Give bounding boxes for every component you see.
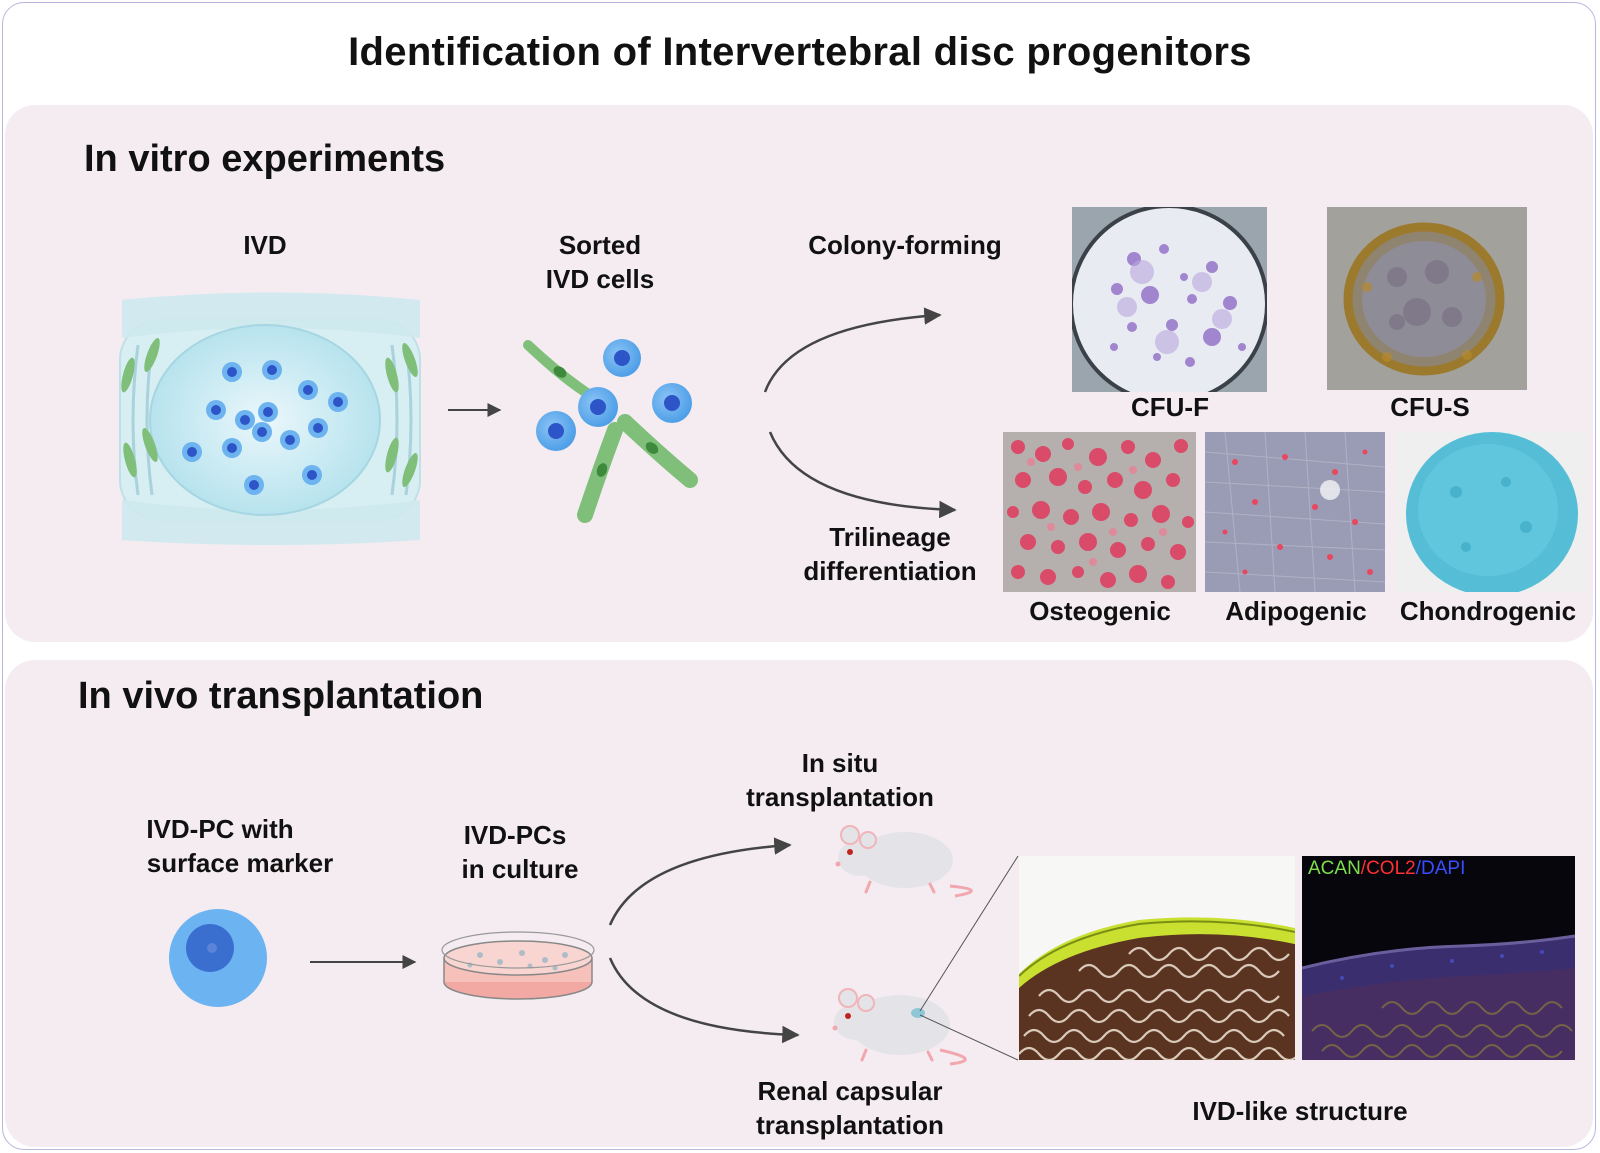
- arrow-to-in-situ: [608, 837, 792, 926]
- adipogenic-image: [1205, 432, 1385, 592]
- cfu-s-label: CFU-S: [1390, 392, 1470, 422]
- arrow-to-trilineage: [768, 431, 957, 519]
- mouse-renal-icon: [832, 988, 967, 1066]
- cfu-s-image: [1327, 207, 1527, 390]
- adipogenic-label: Adipogenic: [1225, 596, 1367, 626]
- ivd-pc-cell-icon: [169, 909, 267, 1007]
- colony-forming-label: Colony-forming: [808, 230, 1002, 260]
- pc-label-line1: IVD-PC with: [146, 814, 294, 844]
- ivd-label: IVD: [243, 230, 287, 260]
- sorted-label-line2: IVD cells: [545, 264, 655, 294]
- renal-label-line1: Renal capsular: [757, 1076, 943, 1106]
- sorted-label-line1: Sorted: [558, 230, 642, 260]
- culture-label-line2: in culture: [461, 854, 579, 884]
- in-situ-label-line2: transplantation: [746, 782, 934, 812]
- immunofluorescence-image: [1302, 856, 1575, 1060]
- in-situ-label-line1: In situ: [801, 748, 879, 778]
- sorted-cells-icon: [523, 339, 698, 523]
- chondrogenic-label: Chondrogenic: [1399, 596, 1577, 626]
- osteogenic-image: [1003, 432, 1196, 592]
- trilineage-label-line2: differentiation: [803, 556, 977, 586]
- renal-label-line2: transplantation: [756, 1110, 944, 1140]
- culture-label-line1: IVD-PCs: [463, 820, 567, 850]
- stain-separator-2: /: [1415, 858, 1421, 879]
- cfu-f-label: CFU-F: [1131, 392, 1209, 422]
- mouse-in-situ-icon: [835, 825, 973, 898]
- petri-dish-icon: [441, 931, 595, 1000]
- ivd-like-structure-label: IVD-like structure: [1192, 1096, 1408, 1126]
- arrow-to-renal: [608, 957, 800, 1044]
- in-vitro-heading: In vitro experiments: [84, 138, 446, 180]
- figure-title: Identification of Intervertebral disc pr…: [348, 30, 1252, 74]
- chondrogenic-image: [1396, 432, 1586, 592]
- pc-label-line2: surface marker: [146, 848, 334, 878]
- stain-separator-1: /: [1360, 858, 1367, 879]
- histology-brightfield-image: [1019, 856, 1295, 1060]
- arrow-to-colony: [763, 307, 942, 393]
- cfu-f-image: [1072, 207, 1267, 392]
- stain-dapi: DAPI: [1421, 858, 1466, 879]
- trilineage-label-line1: Trilineage: [829, 522, 951, 552]
- in-vivo-heading: In vivo transplantation: [78, 675, 484, 717]
- stain-acan: ACAN: [1308, 858, 1361, 879]
- stain-col2: COL2: [1366, 858, 1416, 879]
- ivd-disc-icon: [119, 292, 421, 545]
- stain-legend: ACAN/COL2/DAPI: [1308, 858, 1465, 880]
- osteogenic-label: Osteogenic: [1029, 596, 1171, 626]
